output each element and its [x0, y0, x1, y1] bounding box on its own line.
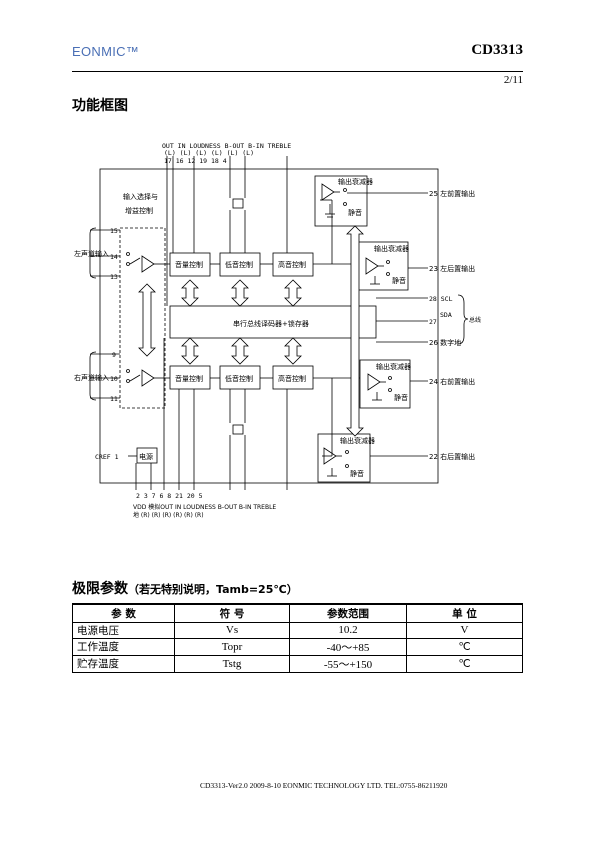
- sda-label: SDA: [440, 311, 452, 319]
- pin-scl: 28 SCL: [429, 295, 453, 303]
- cell-range: 10.2: [289, 621, 407, 639]
- output-left-front: 25 左前置输出: [429, 189, 475, 198]
- input-select-label-2: 增益控制: [125, 206, 153, 215]
- pin-27: 27: [429, 318, 437, 326]
- attenuator-label-2: 输出衰减器: [374, 244, 409, 253]
- limits-note: （若无特别说明，Tamb=25℃）: [128, 583, 298, 596]
- top-pin-labels-1: OUT IN LOUDNESS B-OUT B-IN TREBLE: [162, 142, 291, 150]
- header-unit: 单 位: [406, 603, 523, 623]
- bottom-pin-labels-1: VDD 模拟OUT IN LOUDNESS B-OUT B-IN TREBLE: [133, 503, 276, 511]
- limits-title: 极限参数: [72, 581, 128, 597]
- output-right-rear: 22 右后置输出: [429, 452, 475, 461]
- table-row: 工作温度 Topr -40～+85 ℃: [72, 637, 523, 656]
- bass-control-left: 低音控制: [225, 260, 253, 269]
- table-row: 电源电压 Vs 10.2 V: [72, 621, 523, 639]
- output-right-front: 24 右前置输出: [429, 377, 475, 386]
- attenuator-label-3: 输出衰减器: [376, 362, 411, 371]
- limits-table: 参 数 符 号 参数范围 单 位 电源电压 Vs 10.2 V 工作温度 Top…: [72, 603, 523, 673]
- model-number: CD3313: [471, 42, 523, 58]
- pin-digital-ground: 26 数字地: [429, 338, 461, 347]
- block-diagram: OUT IN LOUDNESS B-OUT B-IN TREBLE (L) (L…: [74, 142, 481, 519]
- section-title-limits: 极限参数（若无特别说明，Tamb=25℃）: [72, 578, 298, 598]
- volume-control-left: 音量控制: [175, 260, 203, 269]
- output-left-rear: 23 左后置输出: [429, 264, 475, 273]
- cref-pin: CREF 1: [95, 453, 119, 461]
- pin-11: 11: [110, 395, 118, 403]
- cell-symbol: Tstg: [174, 654, 290, 673]
- bus-decoder-label: 串行总线译码器+锁存器: [233, 319, 309, 328]
- bus-label: 总线: [469, 316, 481, 324]
- right-input-label: 右声道输入: [74, 373, 109, 382]
- top-pin-numbers: 17 16 12 19 18 4: [164, 157, 227, 165]
- top-pin-labels-2: (L) (L) (L) (L) (L) (L): [164, 149, 254, 157]
- mute-label-1: 静音: [348, 208, 362, 217]
- mute-label-4: 静音: [350, 469, 364, 478]
- treble-control-left: 高音控制: [278, 260, 306, 269]
- input-select-label-1: 输入选择与: [123, 192, 158, 201]
- cell-range: -55～+150: [289, 654, 407, 673]
- left-input-label: 左声道输入: [74, 249, 109, 258]
- mute-label-2: 静音: [392, 276, 406, 285]
- cell-param: 工作温度: [72, 637, 175, 656]
- header-symbol: 符 号: [174, 603, 290, 623]
- page-footer: CD3313-Ver2.0 2009-8-10 EONMIC TECHNOLOG…: [200, 781, 448, 790]
- pin-14: 14: [110, 253, 118, 261]
- bottom-pin-labels-2: 地 (R) (R) (R) (R) (R) (R): [133, 511, 204, 519]
- header-param: 参 数: [72, 603, 175, 623]
- mute-label-3: 静音: [394, 393, 408, 402]
- cell-unit: ℃: [406, 637, 523, 656]
- cell-param: 电源电压: [72, 621, 175, 639]
- table-header-row: 参 数 符 号 参数范围 单 位: [72, 603, 523, 623]
- pin-15: 15: [110, 227, 118, 235]
- pin-13: 13: [110, 273, 118, 281]
- cell-range: -40～+85: [289, 637, 407, 656]
- cell-param: 贮存温度: [72, 654, 175, 673]
- cell-unit: V: [406, 621, 523, 639]
- attenuator-label-1: 输出衰减器: [338, 177, 373, 186]
- treble-control-right: 高音控制: [278, 374, 306, 383]
- cell-symbol: Vs: [174, 621, 290, 639]
- brand-logo: EONMIC™: [72, 44, 140, 59]
- power-label: 电源: [139, 452, 153, 461]
- page-number: 2/11: [503, 74, 523, 86]
- header-divider: [72, 71, 523, 72]
- header-range: 参数范围: [289, 603, 407, 623]
- volume-control-right: 音量控制: [175, 374, 203, 383]
- section-title-block-diagram: 功能框图: [72, 98, 128, 114]
- attenuator-label-4: 输出衰减器: [340, 436, 375, 445]
- bass-control-right: 低音控制: [225, 374, 253, 383]
- cell-symbol: Topr: [174, 637, 290, 656]
- bottom-pin-numbers: 2 3 7 6 8 21 20 5: [136, 492, 203, 500]
- cell-unit: ℃: [406, 654, 523, 673]
- pin-10: 10: [110, 375, 118, 383]
- pin-9: 9: [112, 351, 116, 359]
- table-row: 贮存温度 Tstg -55～+150 ℃: [72, 654, 523, 673]
